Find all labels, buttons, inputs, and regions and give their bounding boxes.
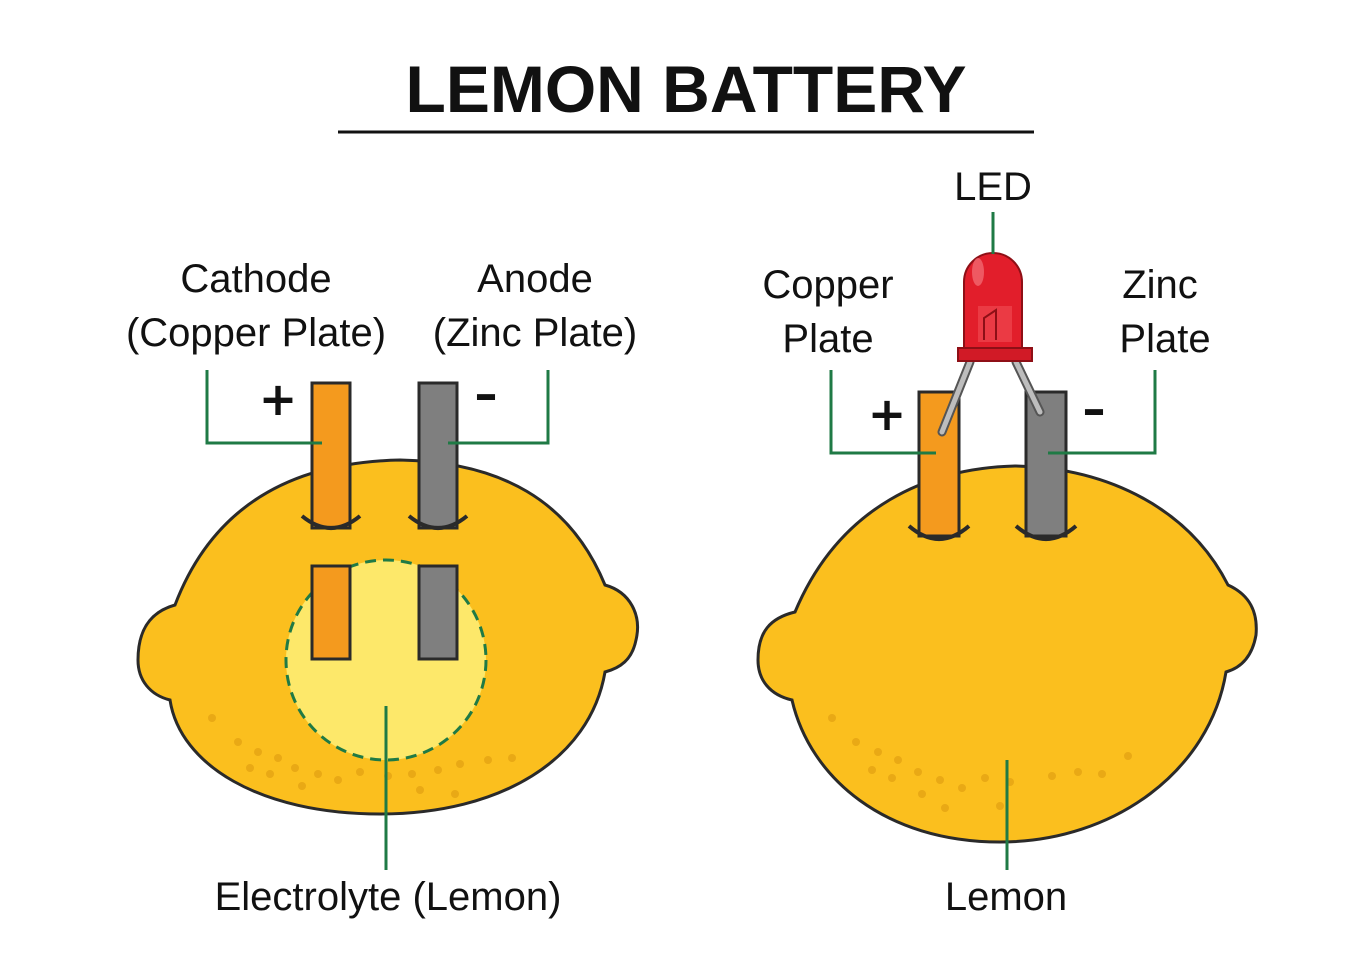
cathode-label-line2: (Copper Plate) <box>126 311 386 355</box>
zinc-label-line1: Zinc <box>1122 263 1198 307</box>
left-lemon-battery: + – Cathode (Copper Plate) Anode (Zinc P… <box>126 257 639 919</box>
led-label: LED <box>954 165 1032 209</box>
anode-label-line2: (Zinc Plate) <box>433 311 638 355</box>
right-copper-plate <box>907 390 971 541</box>
zinc-label-line2: Plate <box>1119 317 1210 361</box>
left-zinc-plate <box>407 381 469 661</box>
led-icon <box>937 252 1045 437</box>
left-lemon-texture <box>208 714 516 798</box>
lemon-label: Lemon <box>945 875 1067 919</box>
copper-label-line2: Plate <box>782 317 873 361</box>
cathode-label-line1: Cathode <box>180 257 331 301</box>
electrolyte-label: Electrolyte (Lemon) <box>215 875 562 919</box>
anode-minus-sign: – <box>475 367 498 421</box>
anode-leader <box>448 370 550 445</box>
anode-label-line1: Anode <box>477 257 593 301</box>
copper-plus-sign: + <box>868 387 907 441</box>
right-zinc-plate <box>1014 390 1078 541</box>
zinc-leader <box>1048 370 1157 455</box>
zinc-minus-sign: – <box>1083 382 1106 436</box>
right-lemon <box>756 464 1258 844</box>
right-lemon-texture <box>828 714 1132 812</box>
copper-label-line1: Copper <box>762 263 893 307</box>
left-copper-plate <box>300 381 362 661</box>
right-lemon-battery: + – LED Copper Plate Zinc Plate Lemon <box>756 165 1258 919</box>
diagram-title: LEMON BATTERY <box>406 52 967 126</box>
cathode-leader <box>205 370 322 445</box>
cathode-plus-sign: + <box>259 372 298 426</box>
copper-leader <box>829 370 936 455</box>
